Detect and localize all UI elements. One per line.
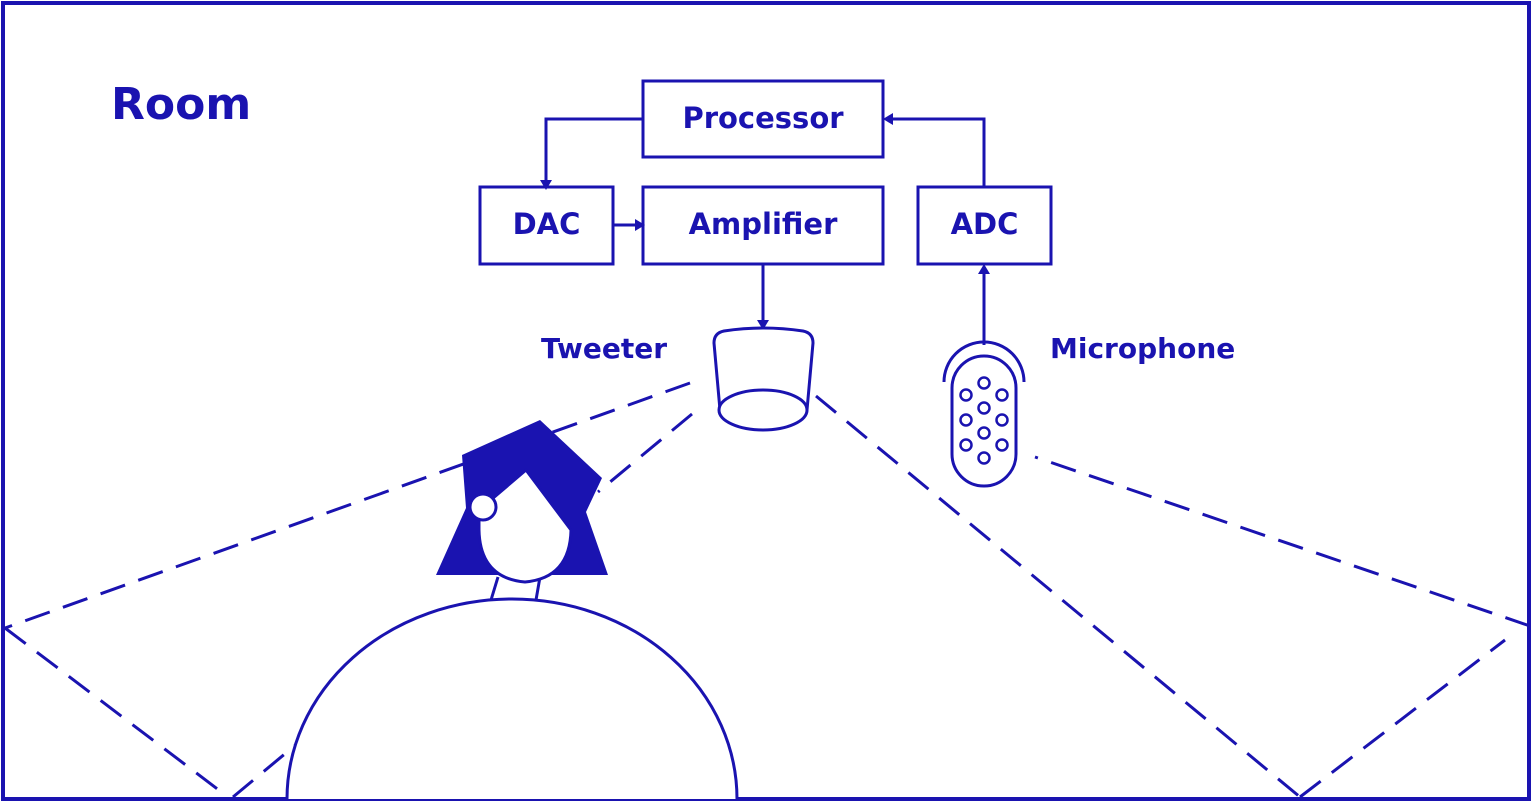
arrowhead-tweeter: [757, 320, 769, 330]
processor-box: [641, 79, 885, 159]
listener-body: [285, 597, 739, 800]
adc-label: ADC: [950, 207, 1019, 241]
direct-path-left: [4, 381, 691, 630]
arrowhead-processor: [883, 113, 893, 125]
listener-ear: [468, 492, 498, 522]
listener-face: [477, 467, 573, 584]
tweeter-label: Tweeter: [541, 332, 668, 365]
processor-label: Processor: [682, 101, 844, 135]
amplifier-label: Amplifier: [688, 207, 838, 241]
microphone-label: Microphone: [1050, 332, 1236, 365]
adc-to-processor-line: [889, 117, 986, 187]
listener-neck-left: [489, 576, 500, 601]
reflection-floor-right: [1299, 638, 1506, 799]
processor-to-dac-line: [544, 117, 643, 182]
reflection-right-wall: [1034, 455, 1531, 628]
arrowhead-dac: [540, 180, 552, 190]
arrowhead-adc: [978, 264, 990, 274]
direct-path-listener: [597, 412, 693, 494]
room-label: Room: [111, 79, 252, 130]
tweeter-icon: [712, 326, 815, 432]
arrowheads: [540, 113, 990, 330]
signal-connectors: [544, 117, 986, 345]
direct-path-right: [815, 394, 1301, 799]
microphone-icon: [942, 340, 1026, 488]
listener-figure: [285, 420, 739, 800]
arrowhead-amplifier: [635, 219, 645, 231]
sound-reflection-paths: [4, 381, 1531, 799]
reflection-left-wall: [4, 626, 229, 799]
dac-box: [478, 185, 615, 266]
dac-label: DAC: [512, 207, 581, 241]
amplifier-box: [641, 185, 885, 266]
